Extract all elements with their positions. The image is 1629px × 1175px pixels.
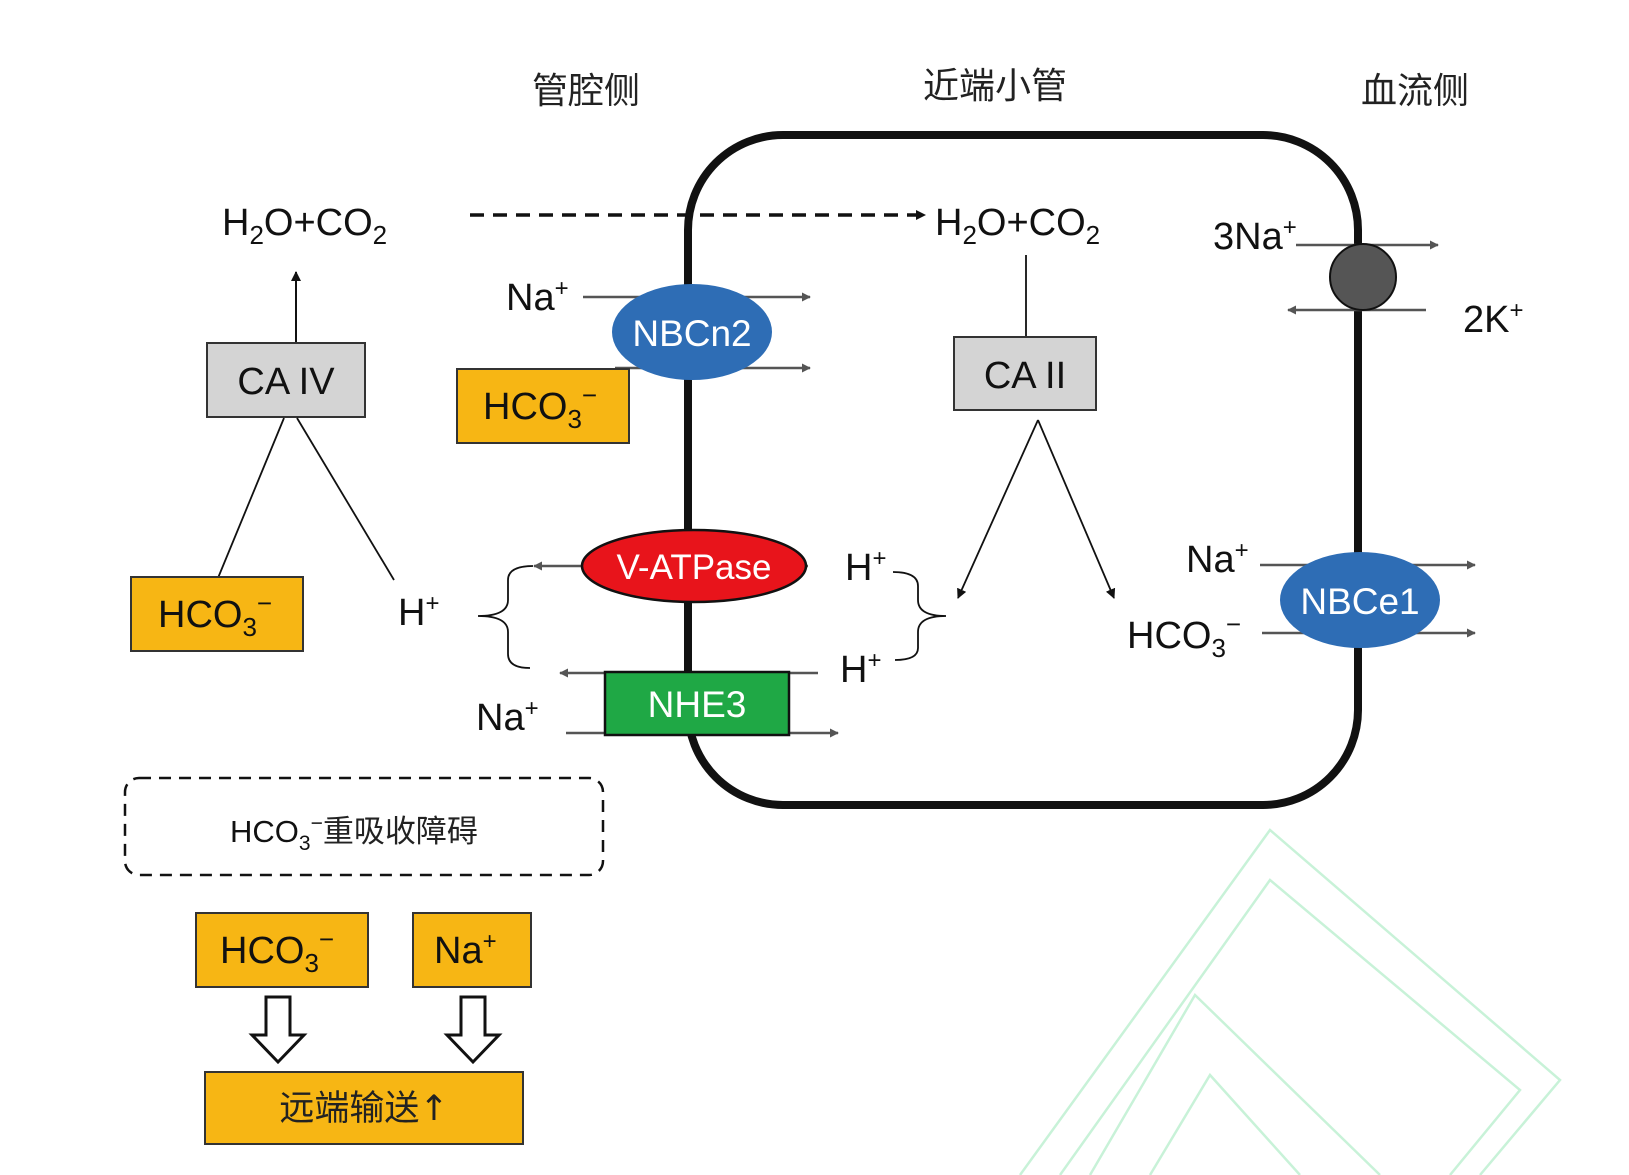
ca-iv-left-line [217,417,285,579]
nbcn2-hco3-box: HCO3− [456,368,630,444]
nbce1-label: NBCe1 [1300,581,1419,622]
nhe3-label: NHE3 [648,684,747,725]
svg-text:HCO3−: HCO3− [220,924,334,978]
nhe3-na-label: Na+ [476,695,539,739]
na-k-pump-2k-label: 2K+ [1463,297,1524,341]
distal-delivery-label: 远端输送↑ [279,1089,448,1129]
v-atpase-cell-h-label: H+ [845,545,886,589]
svg-text:HCO3−重吸收障碍: HCO3−重吸收障碍 [230,812,478,855]
lumen-hco3-box: HCO3− [130,576,304,652]
nbce1-na-label: Na+ [1186,537,1249,581]
outcome-hco3-box: HCO3− [195,912,369,988]
nhe3-transporter [603,670,791,737]
cell-h-brace [892,571,947,661]
impairment-label: HCO3−重吸收障碍 [230,812,478,855]
nbcn2-label: NBCn2 [632,313,751,354]
hco3-down-arrow-icon [248,995,308,1065]
nbce1-transporter [1280,552,1440,648]
svg-text:H+: H+ [398,590,439,634]
na-k-pump [1329,243,1397,311]
nbce1-hco3-label: HCO3− [1127,609,1241,663]
nhe3-cell-h-label: H+ [840,647,881,691]
blood-side-label: 血流侧 [1361,71,1469,112]
ca-iv-right-line [296,417,395,581]
cell-h2o-co2: H2O+CO2 [935,202,1100,250]
svg-text:H2O+CO2: H2O+CO2 [935,202,1100,250]
v-atpase-label: V-ATPase [617,548,772,587]
svg-text:3Na+: 3Na+ [1213,214,1297,258]
ca-ii-to-hco3-arrow [1037,419,1116,599]
svg-text:Na+: Na+ [1186,537,1249,581]
nbcn2-transporter [612,284,772,380]
na-down-arrow-icon [443,995,503,1065]
lumen-h-plus: H+ [398,590,439,634]
svg-text:H+: H+ [840,647,881,691]
ca-iv-box [206,342,366,418]
ca-ii-label: CA II [984,355,1066,397]
ca-iv-label: CA IV [237,361,335,403]
tubule-cell-outline [684,131,1362,809]
na-k-pump-3na-label: 3Na+ [1213,214,1297,258]
svg-text:HCO3−: HCO3− [1127,609,1241,663]
ca-ii-box [953,336,1097,411]
lumen-h-brace [477,565,534,669]
v-atpase-transporter [580,528,808,604]
lumen-side-label: 管腔侧 [532,71,640,112]
svg-text:2K+: 2K+ [1463,297,1524,341]
svg-text:Na+: Na+ [506,275,569,319]
nbcn2-na-label: Na+ [506,275,569,319]
outcome-na-box: Na+ [412,912,532,988]
impairment-box [123,776,605,877]
proximal-tubule-label: 近端小管 [923,66,1067,107]
ca-ii-to-h-arrow [957,419,1039,599]
watermark-logo [1018,828,1562,1175]
distal-delivery-box [204,1071,524,1145]
svg-text:H+: H+ [845,545,886,589]
lumen-h2o-co2: H2O+CO2 [222,202,387,250]
svg-text:Na+: Na+ [476,695,539,739]
svg-text:H2O+CO2: H2O+CO2 [222,202,387,250]
